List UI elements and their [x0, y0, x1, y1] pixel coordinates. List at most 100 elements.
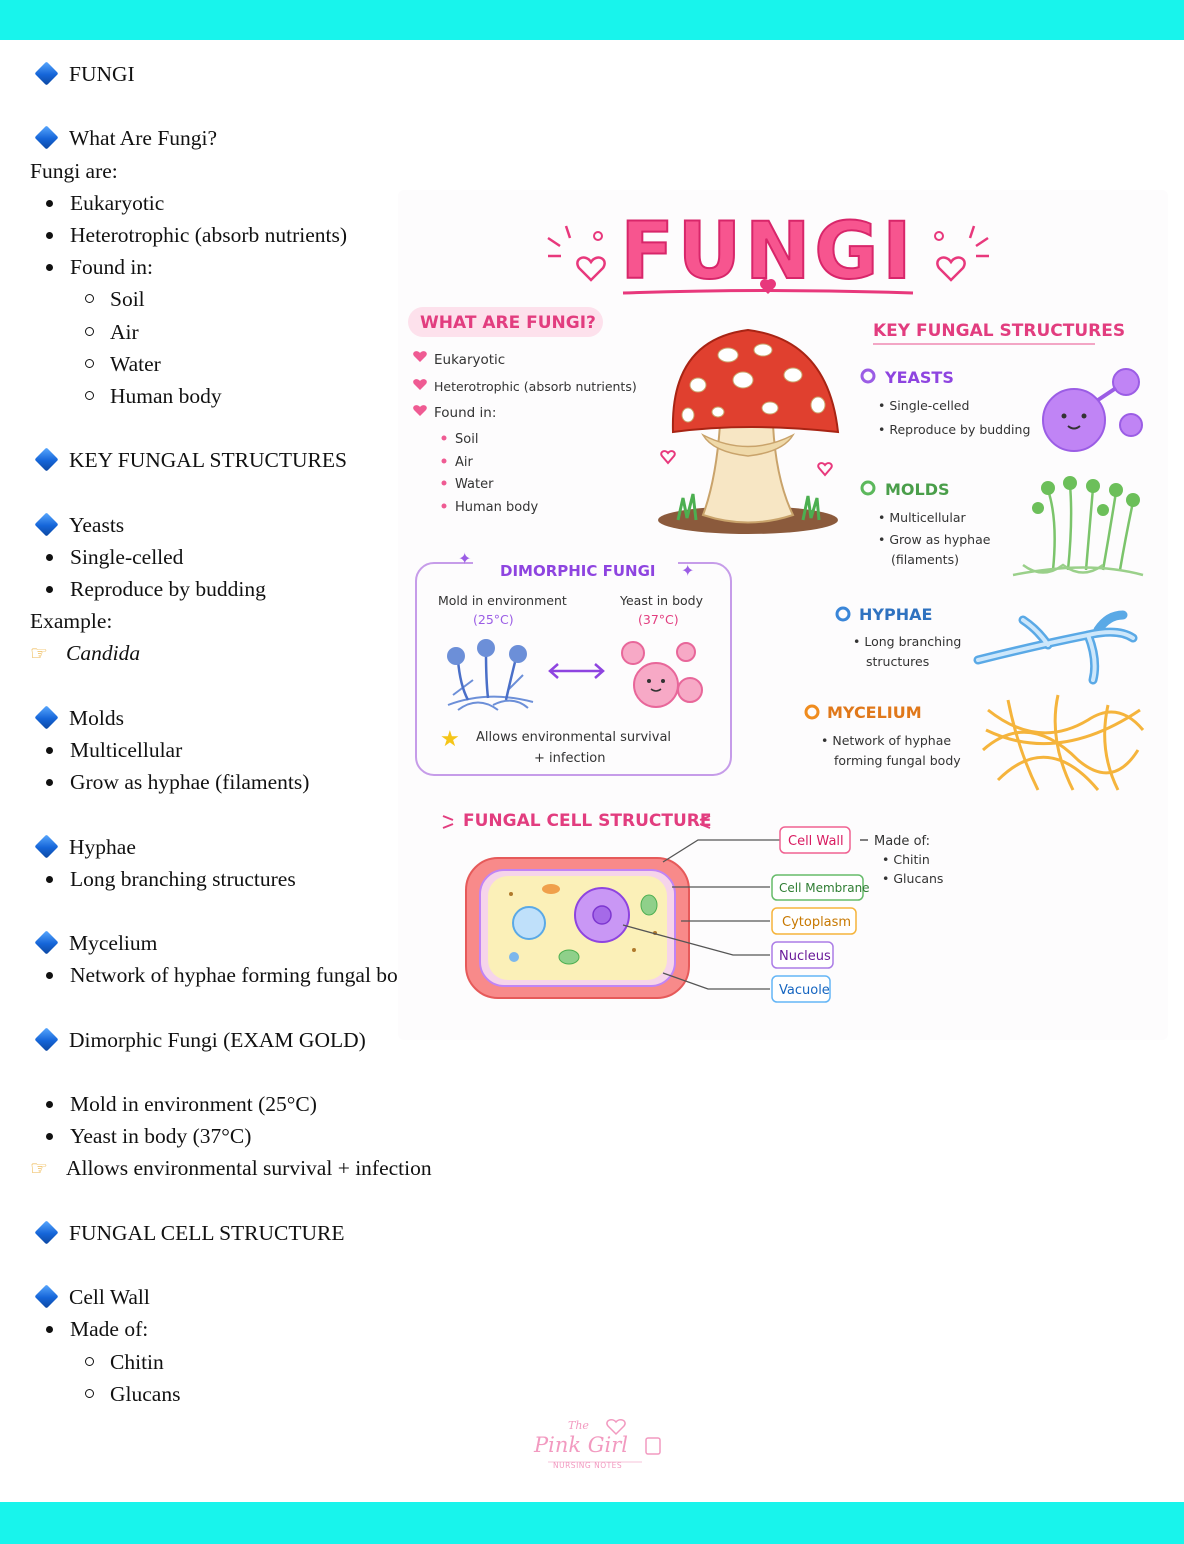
heart-bullet-icon [413, 351, 427, 416]
sub-list-item: Glucans [30, 1378, 500, 1410]
made-of-item: • Chitin [882, 852, 930, 867]
dimorphic-note: Allows environmental survival [476, 730, 671, 745]
mycelium-title: MYCELIUM [827, 703, 922, 722]
heading-cell-structure: FUNGAL CELL STRUCTURE [30, 1217, 500, 1249]
hyphae-item: • Long branching [853, 634, 961, 649]
what-item: Found in: [434, 405, 496, 421]
what-title: WHAT ARE FUNGI? [420, 313, 596, 333]
fungi-infographic: FUNGI WHAT ARE FUNGI? Eukaryotic Heterot… [398, 190, 1168, 1040]
list-item: Heterotrophic (absorb nutrients) [30, 219, 500, 251]
cell-structure-panel: FUNGAL CELL STRUCTURE Cell Wall [442, 811, 943, 1003]
dimorphic-note: ☞Allows environmental survival + infecti… [30, 1152, 500, 1184]
diamond-icon [34, 447, 59, 472]
heart-icon [817, 462, 833, 477]
sparkle-icon [547, 225, 989, 258]
diamond-icon [34, 930, 59, 955]
diamond-icon [34, 61, 59, 86]
found-item: Air [455, 455, 474, 470]
heading-key-structures: KEY FUNGAL STRUCTURES [30, 444, 500, 476]
dimorphic-note: + infection [534, 751, 606, 766]
molds-title: MOLDS [885, 480, 950, 499]
cell-label-membrane: Cell Membrane [771, 874, 870, 901]
intro-text: Fungi are: [30, 158, 118, 183]
diamond-icon [34, 705, 59, 730]
heading-molds: Molds [30, 702, 500, 734]
clipboard-icon [645, 1437, 661, 1455]
what-are-fungi-panel: WHAT ARE FUNGI? Eukaryotic Heterotrophic… [408, 307, 637, 515]
mold-form-icon [447, 639, 534, 711]
what-item: Heterotrophic (absorb nutrients) [434, 379, 637, 394]
top-band [0, 0, 1184, 40]
notes-column: FUNGI What Are Fungi? Fungi are: Eukaryo… [30, 58, 500, 1410]
found-item: Water [455, 477, 494, 492]
list-item: Multicellular [30, 734, 500, 766]
svg-text:Cell Membrane: Cell Membrane [779, 881, 870, 895]
pink-girl-logo: The Pink Girl NURSING NOTES [520, 1414, 670, 1474]
diamond-icon [34, 833, 59, 859]
yeasts-title: YEASTS [884, 368, 954, 387]
molds-item: • Multicellular [878, 510, 966, 525]
star-icon: ★ [440, 727, 460, 752]
sparkle-icon: ✦ [458, 549, 471, 568]
heading-mycelium: Mycelium [30, 927, 500, 959]
heading-cell-wall: Cell Wall [30, 1281, 500, 1313]
list-item: Eukaryotic [30, 187, 500, 219]
svg-text:Cytoplasm: Cytoplasm [782, 915, 851, 930]
cell-title: FUNGAL CELL STRUCTURE [463, 811, 712, 831]
left-label: Mold in environment [438, 593, 567, 608]
diamond-icon [34, 1027, 59, 1052]
heading-hyphae: Hyphae [30, 831, 500, 863]
mycelium-item: • Network of hyphae [821, 733, 951, 748]
heading-what-are-fungi: What Are Fungi? [30, 122, 500, 154]
diamond-icon [34, 512, 59, 537]
title-group: FUNGI [547, 206, 989, 298]
right-label: Yeast in body [619, 593, 704, 608]
mold-icon [1012, 484, 1144, 577]
found-item: Human body [455, 500, 538, 515]
infographic-canvas: FUNGI WHAT ARE FUNGI? Eukaryotic Heterot… [398, 190, 1168, 1040]
cell-label-nucleus: Nucleus [771, 941, 834, 969]
cell-diagram [465, 857, 690, 999]
list-item: Grow as hyphae (filaments) [30, 766, 500, 798]
hyphae-item: structures [866, 654, 929, 669]
list-item: Network of hyphae forming fungal body [30, 959, 500, 991]
hyphae-title: HYPHAE [859, 605, 932, 624]
sub-list-item: Chitin [30, 1346, 500, 1378]
left-temp: (25°C) [473, 612, 514, 627]
svg-text:Pink Girl: Pink Girl [533, 1433, 628, 1457]
what-item: Eukaryotic [434, 352, 505, 368]
heading-dimorphic: Dimorphic Fungi (EXAM GOLD) [30, 1024, 500, 1056]
double-arrow-icon [548, 663, 605, 679]
dimorphic-title: DIMORPHIC FUNGI [500, 562, 656, 580]
list-item: Made of: [30, 1313, 500, 1345]
list-item: Long branching structures [30, 863, 500, 895]
heart-icon [606, 1419, 626, 1436]
dimorphic-panel: DIMORPHIC FUNGI ✦ ✦ Mold in environment … [415, 549, 732, 776]
yeasts-item: • Reproduce by budding [878, 422, 1030, 437]
list-item: Yeast in body (37°C) [30, 1120, 500, 1152]
cell-label-vacuole: Vacuole [771, 975, 831, 1003]
list-item: Reproduce by budding [30, 573, 500, 605]
heart-icon [660, 450, 676, 465]
infographic-title: FUNGI [621, 207, 916, 297]
svg-text:Vacuole: Vacuole [779, 983, 830, 998]
made-of-label: Made of: [874, 834, 930, 849]
found-item: Soil [455, 432, 478, 447]
yeast-form-icon [621, 641, 703, 708]
list-item: Mold in environment (25°C) [30, 1088, 500, 1120]
yeasts-item: • Single-celled [878, 398, 969, 413]
mushroom-illustration [658, 328, 840, 534]
list-item: Single-celled [30, 541, 500, 573]
sub-list-item: Water [30, 348, 500, 380]
svg-text:Nucleus: Nucleus [779, 949, 831, 964]
made-of-item: • Glucans [882, 871, 943, 886]
svg-text:Cell Wall: Cell Wall [788, 834, 844, 849]
sub-list-item: Human body [30, 380, 500, 412]
molds-item: • Grow as hyphae [878, 532, 991, 547]
sub-list-item: Soil [30, 283, 500, 315]
right-temp: (37°C) [638, 612, 679, 627]
logo-graphic: The Pink Girl NURSING NOTES [533, 1419, 661, 1470]
key-structures-panel: KEY FUNGAL STRUCTURES YEASTS • Single-ce… [804, 321, 1145, 791]
heading-fungi: FUNGI [30, 58, 500, 90]
example-value: Candida [66, 641, 141, 666]
